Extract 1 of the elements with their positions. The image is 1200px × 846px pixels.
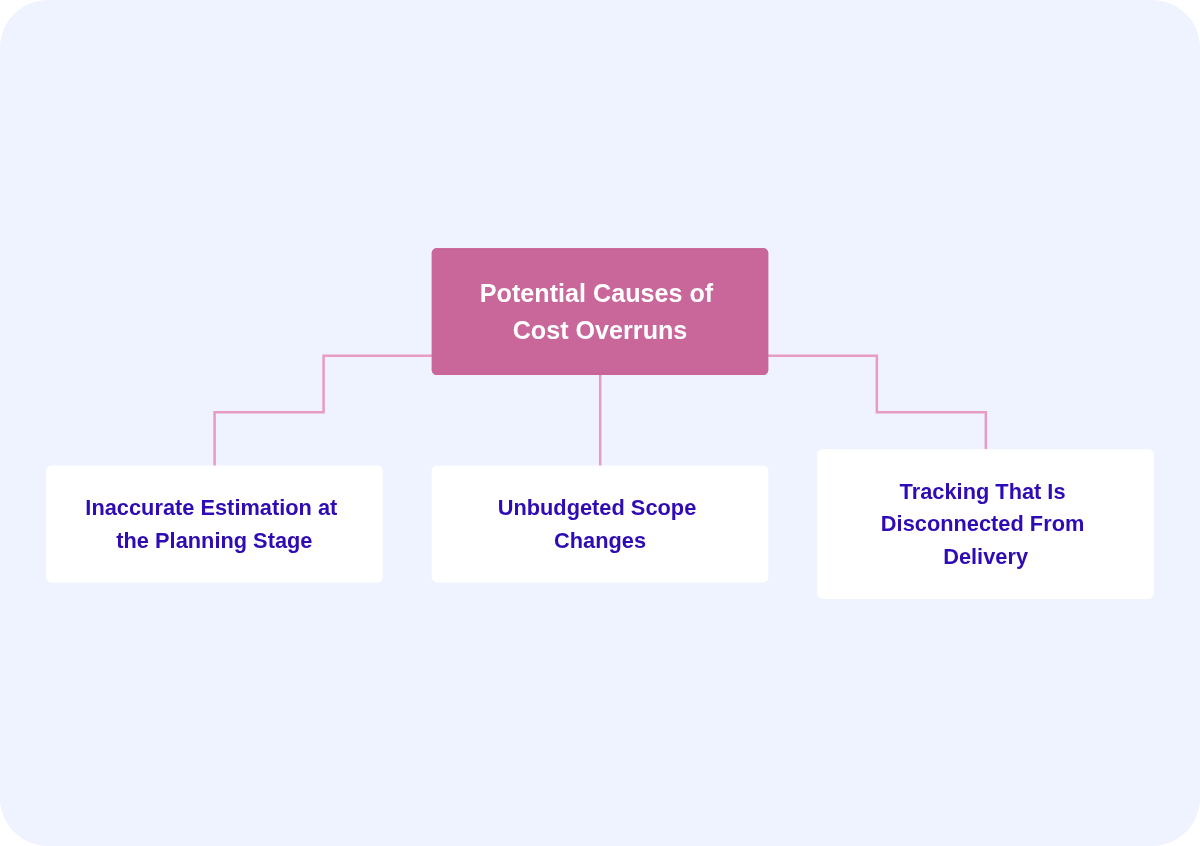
card-background: Potential Causes of Cost Overruns Inaccurate Estimation at the Planning Stage Unbudgeted Scope Changes Tracking That Is Disconnected From Delivery [0, 0, 1200, 846]
